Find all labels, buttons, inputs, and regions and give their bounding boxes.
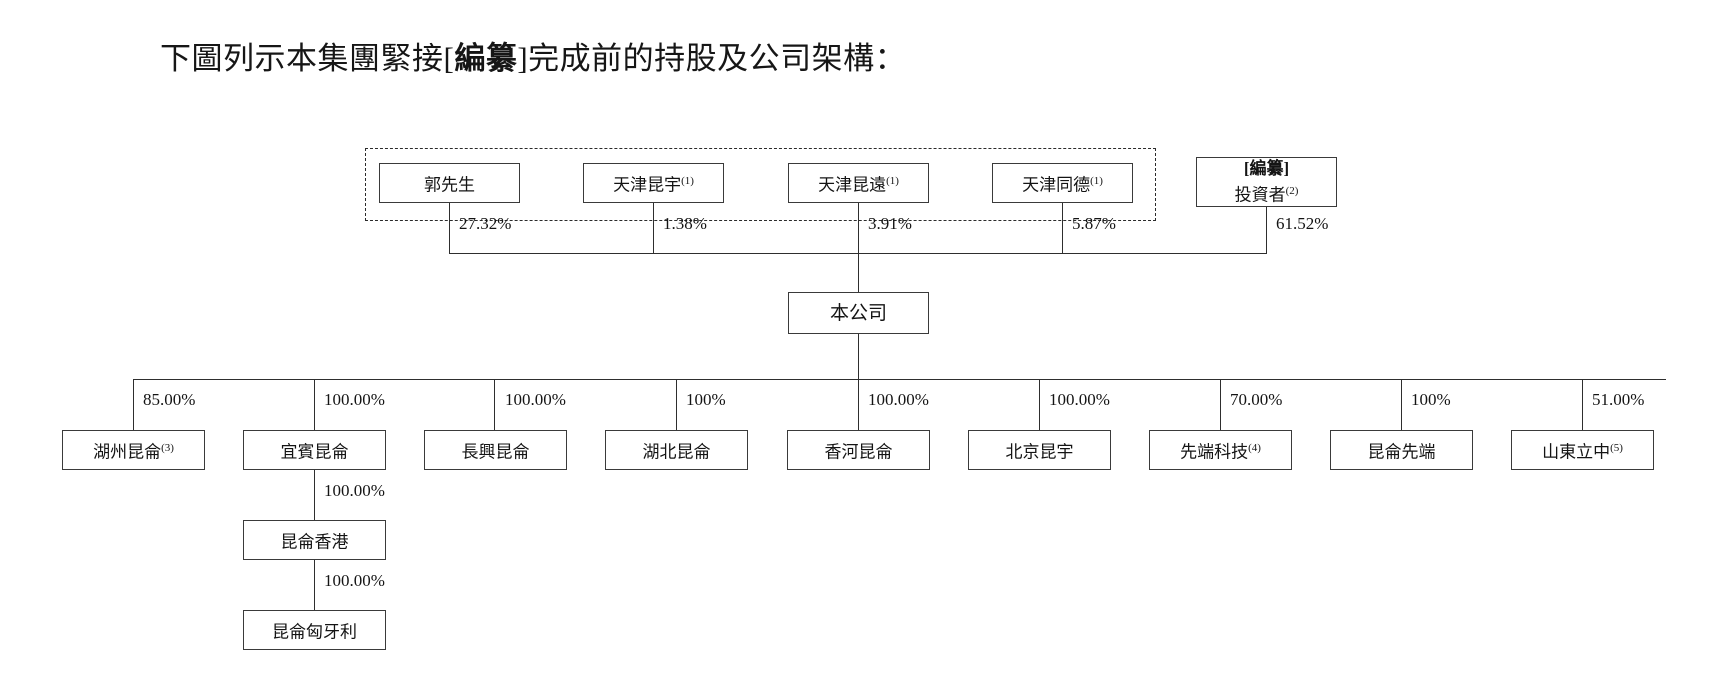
subsidiary-box-yibin[interactable]: 宜賓昆侖 [243, 430, 386, 470]
title-lead: 下圖列示本集團緊接[ [160, 41, 455, 76]
subsidiary-label: 香河昆侖 [824, 442, 893, 462]
shareholder-box-tianjin-kunyuan[interactable]: 天津昆遠(1) [788, 163, 929, 203]
pct-label-changxing: 100.00% [505, 390, 566, 409]
title-tail: ]完成前的持股及公司架構： [517, 41, 907, 76]
pct-label-kunlun-hungary: 100.00% [324, 571, 385, 590]
pct-label-kunyuan: 3.91% [868, 214, 912, 233]
page-title: 下圖列示本集團緊接[編纂]完成前的持股及公司架構： [160, 36, 906, 82]
connector-sub-shandong [1582, 379, 1583, 430]
connector-sub-yibin [314, 379, 315, 430]
connector-sub-hubei [676, 379, 677, 430]
subsidiary-box-beijing[interactable]: 北京昆宇 [968, 430, 1111, 470]
pct-label-hubei: 100% [686, 390, 726, 409]
pct-label-beijing: 100.00% [1049, 390, 1110, 409]
subsidiary-box-shandong-lizhong[interactable]: 山東立中(5) [1511, 430, 1654, 470]
subsidiary-label: 長興昆侖 [461, 442, 530, 462]
subsidiary-label: 昆侖匈牙利 [272, 622, 357, 642]
subsidiary-label: 昆侖香港 [280, 532, 349, 552]
connector-sub-huzhou [133, 379, 134, 430]
connector-yibin-to-hk [314, 470, 315, 520]
pct-label-guo: 27.32% [459, 214, 512, 233]
subsidiary-box-changxing[interactable]: 長興昆侖 [424, 430, 567, 470]
pct-label-huzhou: 85.00% [143, 390, 196, 409]
shareholder-box-tianjin-kunyu[interactable]: 天津昆宇(1) [583, 163, 724, 203]
pct-label-kunlun-hk: 100.00% [324, 481, 385, 500]
shareholder-box-tianjin-tongde[interactable]: 天津同德(1) [992, 163, 1133, 203]
connector-guo-drop [449, 203, 450, 253]
company-label: 本公司 [829, 302, 887, 324]
subsidiary-box-xianghe[interactable]: 香河昆侖 [787, 430, 930, 470]
shareholder-box-guo[interactable]: 郭先生 [379, 163, 520, 203]
connector-sub-beijing [1039, 379, 1040, 430]
shareholder-label: 天津同德(1) [1022, 174, 1103, 195]
pct-label-kunlun-xianduan: 100% [1411, 390, 1451, 409]
subsidiary-label: 昆侖先端 [1367, 442, 1436, 462]
connector-tongde-drop [1062, 203, 1063, 253]
connector-hk-to-hungary [314, 560, 315, 610]
connector-company-to-sub-bus [858, 334, 859, 379]
subsidiary-label: 北京昆宇 [1005, 442, 1074, 462]
title-bracket-term: 編纂 [454, 41, 518, 76]
connector-sub-kunlun-xianduan [1401, 379, 1402, 430]
subsidiary-box-xianduan-tech[interactable]: 先端科技(4) [1149, 430, 1292, 470]
connector-kunyuan-drop [858, 203, 859, 253]
controlling-shareholders-group-frame [365, 148, 1156, 221]
connector-sub-xianghe [858, 379, 859, 430]
pct-label-tongde: 5.87% [1072, 214, 1116, 233]
subsidiary-box-hubei[interactable]: 湖北昆侖 [605, 430, 748, 470]
subsidiary-box-kunlun-hungary[interactable]: 昆侖匈牙利 [243, 610, 386, 650]
subsidiary-label: 山東立中(5) [1542, 441, 1623, 462]
subsidiary-box-kunlun-hongkong[interactable]: 昆侖香港 [243, 520, 386, 560]
pct-label-xianduan: 70.00% [1230, 390, 1283, 409]
company-box[interactable]: 本公司 [788, 292, 929, 334]
subsidiary-label: 先端科技(4) [1180, 441, 1261, 462]
connector-sub-xianduan [1220, 379, 1221, 430]
connector-investors-drop [1266, 207, 1267, 253]
connector-bus-to-company [858, 253, 859, 292]
pct-label-xianghe: 100.00% [868, 390, 929, 409]
investor-bracket-label: [編纂] [1243, 158, 1290, 178]
subsidiary-box-kunlun-xianduan[interactable]: 昆侖先端 [1330, 430, 1473, 470]
connector-sub-changxing [494, 379, 495, 430]
shareholder-label: 郭先生 [424, 175, 475, 195]
shareholder-label: 天津昆遠(1) [818, 174, 899, 195]
pct-label-shandong: 51.00% [1592, 390, 1645, 409]
shareholder-box-investors[interactable]: [編纂] 投資者(2) [1196, 157, 1337, 207]
shareholder-label: 天津昆宇(1) [613, 174, 694, 195]
pct-label-yibin: 100.00% [324, 390, 385, 409]
subsidiary-box-huzhou[interactable]: 湖州昆侖(3) [62, 430, 205, 470]
pct-label-kunyu: 1.38% [663, 214, 707, 233]
connector-kunyu-drop [653, 203, 654, 253]
subsidiary-label: 湖州昆侖(3) [93, 441, 174, 462]
pct-label-investors: 61.52% [1276, 214, 1329, 233]
investor-label: 投資者(2) [1234, 184, 1299, 205]
subsidiary-label: 宜賓昆侖 [280, 442, 349, 462]
subsidiary-label: 湖北昆侖 [642, 442, 711, 462]
subsidiary-bus-line [133, 379, 1666, 380]
